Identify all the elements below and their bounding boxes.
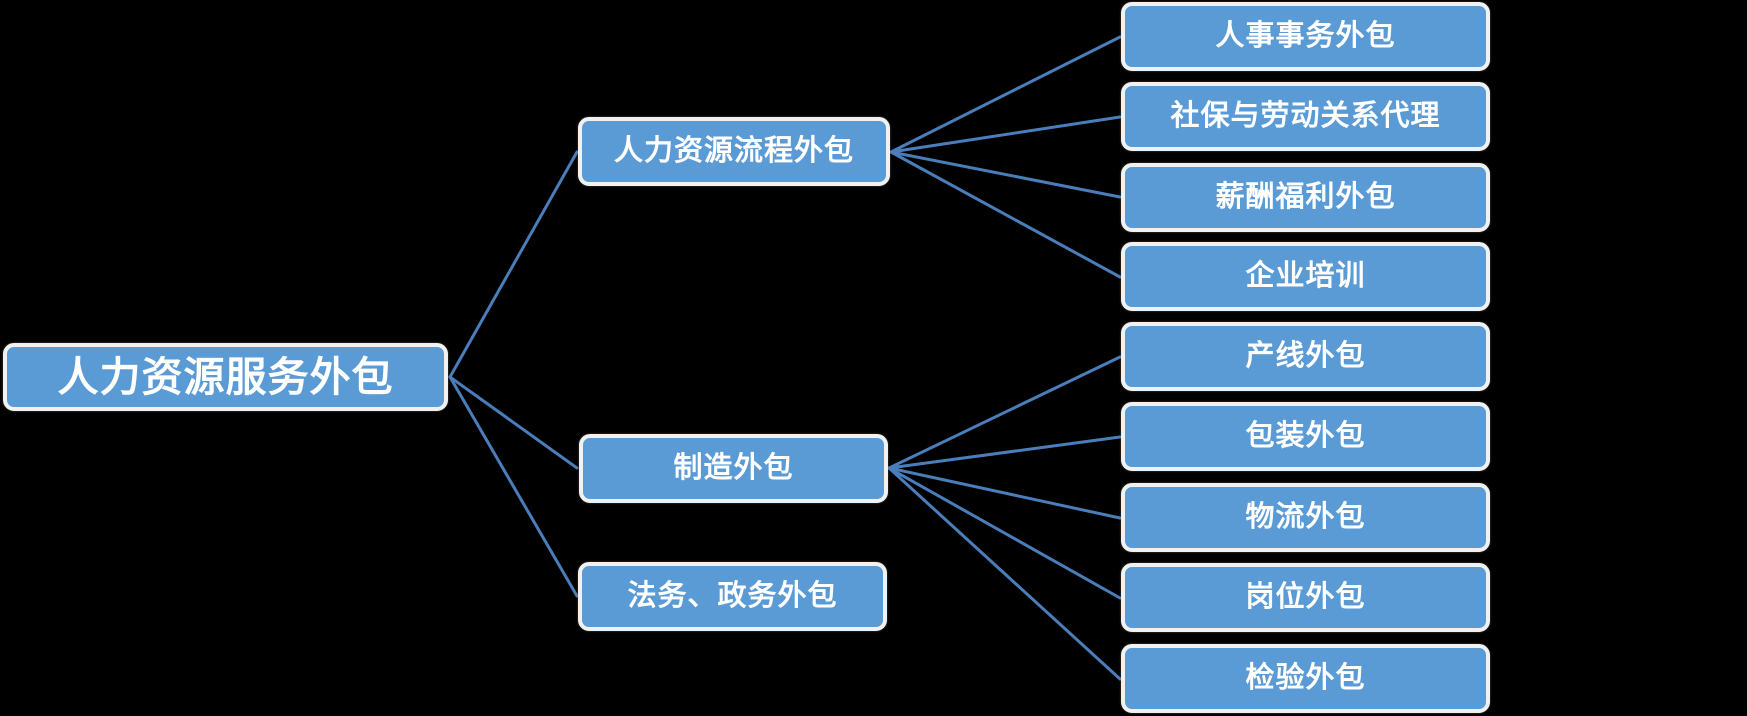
connector-hr-3 bbox=[889, 150, 1122, 199]
connector-mfg-5 bbox=[887, 466, 1122, 681]
connector-root-legal bbox=[448, 375, 579, 598]
node-leaf-packaging: 包装外包 bbox=[1121, 402, 1490, 471]
node-leaf-logistics: 物流外包 bbox=[1121, 483, 1490, 552]
node-leaf-production-line: 产线外包 bbox=[1121, 322, 1490, 391]
connector-hr-4 bbox=[889, 150, 1122, 279]
node-leaf-position: 岗位外包 bbox=[1121, 563, 1490, 632]
connector-mfg-2 bbox=[887, 435, 1122, 470]
node-leaf-social-security-agency: 社保与劳动关系代理 bbox=[1121, 82, 1490, 151]
node-branch-legal-gov: 法务、政务外包 bbox=[578, 562, 887, 631]
connector-mfg-4 bbox=[887, 466, 1122, 600]
connector-root-hr bbox=[448, 150, 579, 379]
connector-hr-1 bbox=[889, 35, 1122, 154]
node-root: 人力资源服务外包 bbox=[3, 343, 448, 411]
node-branch-manufacturing: 制造外包 bbox=[579, 434, 888, 503]
node-leaf-corporate-training: 企业培训 bbox=[1121, 242, 1490, 311]
node-leaf-payroll-benefits: 薪酬福利外包 bbox=[1121, 163, 1490, 232]
connector-hr-2 bbox=[889, 115, 1122, 154]
node-branch-hr-process: 人力资源流程外包 bbox=[578, 117, 890, 186]
connector-mfg-1 bbox=[887, 355, 1122, 470]
connector-root-mfg bbox=[448, 375, 579, 470]
node-leaf-inspection: 检验外包 bbox=[1121, 644, 1490, 713]
connector-mfg-3 bbox=[887, 466, 1122, 520]
node-leaf-personnel-affairs: 人事事务外包 bbox=[1121, 2, 1490, 71]
